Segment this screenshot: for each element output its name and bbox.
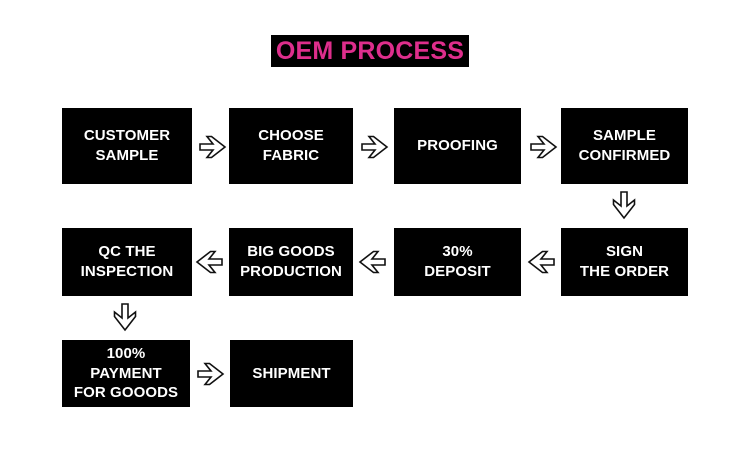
node-label: CUSTOMER SAMPLE: [83, 127, 171, 164]
node-label: 30% DEPOSIT: [424, 243, 491, 280]
node-sample-confirmed[interactable]: SAMPLE CONFIRMED: [561, 108, 688, 184]
arrow-sample-confirmed-to-sign-the-order: [612, 191, 636, 221]
node-label: SAMPLE CONFIRMED: [578, 127, 671, 164]
node-big-goods-production[interactable]: BIG GOODS PRODUCTION: [229, 228, 353, 296]
page-title-text: OEM PROCESS: [275, 36, 465, 65]
node-customer-sample[interactable]: CUSTOMER SAMPLE: [62, 108, 192, 184]
node-qc-the-inspection[interactable]: QC THE INSPECTION: [62, 228, 192, 296]
node-shipment[interactable]: SHIPMENT: [230, 340, 353, 407]
arrow-big-goods-production-to-qc-the-inspection: [195, 250, 224, 274]
node-label: PROOFING: [417, 137, 498, 155]
node-label: QC THE INSPECTION: [80, 243, 174, 280]
node-proofing[interactable]: PROOFING: [394, 108, 521, 184]
node-label: BIG GOODS PRODUCTION: [240, 243, 342, 280]
node-label: SHIPMENT: [252, 364, 331, 382]
node-label: 100% PAYMENT FOR GOOODS: [73, 344, 179, 402]
arrow-deposit-30-to-big-goods-production: [358, 250, 387, 274]
node-sign-the-order[interactable]: SIGN THE ORDER: [561, 228, 688, 296]
arrow-customer-sample-to-choose-fabric: [199, 135, 227, 159]
arrow-choose-fabric-to-proofing: [361, 135, 389, 159]
arrow-qc-the-inspection-to-payment-100: [113, 303, 137, 333]
page-title: OEM PROCESS: [271, 35, 469, 67]
arrow-sign-the-order-to-deposit-30: [527, 250, 556, 274]
arrow-proofing-to-sample-confirmed: [530, 135, 558, 159]
node-label: SIGN THE ORDER: [579, 243, 670, 280]
node-payment-100[interactable]: 100% PAYMENT FOR GOOODS: [62, 340, 190, 407]
node-deposit-30[interactable]: 30% DEPOSIT: [394, 228, 521, 296]
node-choose-fabric[interactable]: CHOOSE FABRIC: [229, 108, 353, 184]
arrow-payment-100-to-shipment: [197, 362, 225, 386]
node-label: CHOOSE FABRIC: [258, 127, 324, 164]
